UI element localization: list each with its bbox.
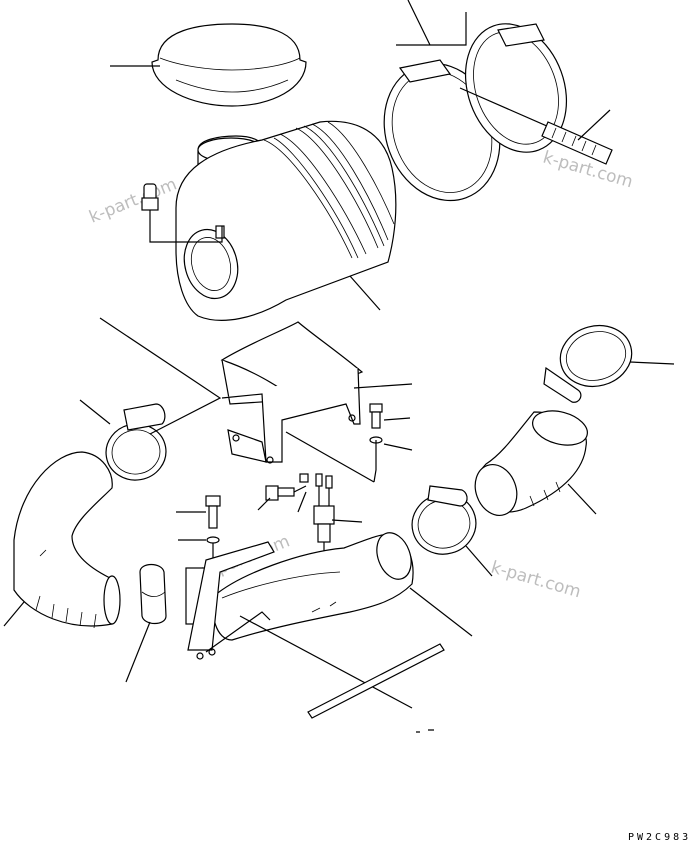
leader-bracket — [353, 383, 413, 389]
leader-bolt-bracket — [383, 417, 411, 421]
intake-pipe — [185, 532, 414, 660]
leader-elbow-hose-right — [567, 483, 597, 515]
leader-switch-bolt — [297, 491, 307, 513]
leader-elbow-hose-left — [3, 601, 25, 627]
leader-tie-bolt — [577, 109, 611, 141]
watermark-top-left: k-part.com — [86, 174, 179, 227]
watermark-right: k-part.com — [489, 558, 583, 603]
bolt-lower — [205, 495, 221, 529]
leader-hose-clamp-right-top — [629, 361, 675, 365]
hose-clamp-right-top — [543, 324, 633, 403]
leader-air-cleaner — [349, 275, 381, 311]
leader-clamp-bands — [396, 0, 467, 46]
leader-pipe-strap — [239, 615, 413, 709]
reference-mark — [416, 729, 434, 733]
hose-clamp-left — [105, 403, 167, 481]
leader-short-hose — [125, 621, 151, 683]
edge-strip — [307, 643, 445, 719]
precleaner-cap — [151, 23, 307, 107]
clamp-tie-bolt — [459, 87, 613, 165]
clamp-band-large-rear — [464, 23, 568, 153]
hose-clamp-right-lower — [411, 485, 477, 555]
leader-hose-clamp-left — [79, 317, 222, 435]
leader-switch — [331, 519, 363, 523]
leader-bolt-switch — [257, 497, 271, 511]
washer-bracket — [369, 436, 383, 483]
leader-hose-clamp-right-lower — [465, 545, 493, 577]
leader-washer-bracket — [383, 443, 413, 451]
elbow-hose-right — [474, 410, 588, 516]
bolt-switch — [265, 473, 309, 501]
leader-intake-pipe — [409, 587, 473, 637]
short-hose — [139, 563, 167, 625]
dust-indicator-plug — [141, 183, 223, 243]
restriction-switch — [313, 473, 335, 562]
drawing-code: PW2C983 — [628, 832, 691, 843]
air-cleaner-body — [175, 120, 397, 321]
bolt-bracket — [369, 403, 383, 429]
mounting-bracket — [220, 321, 375, 483]
elbow-hose-left — [13, 451, 121, 629]
